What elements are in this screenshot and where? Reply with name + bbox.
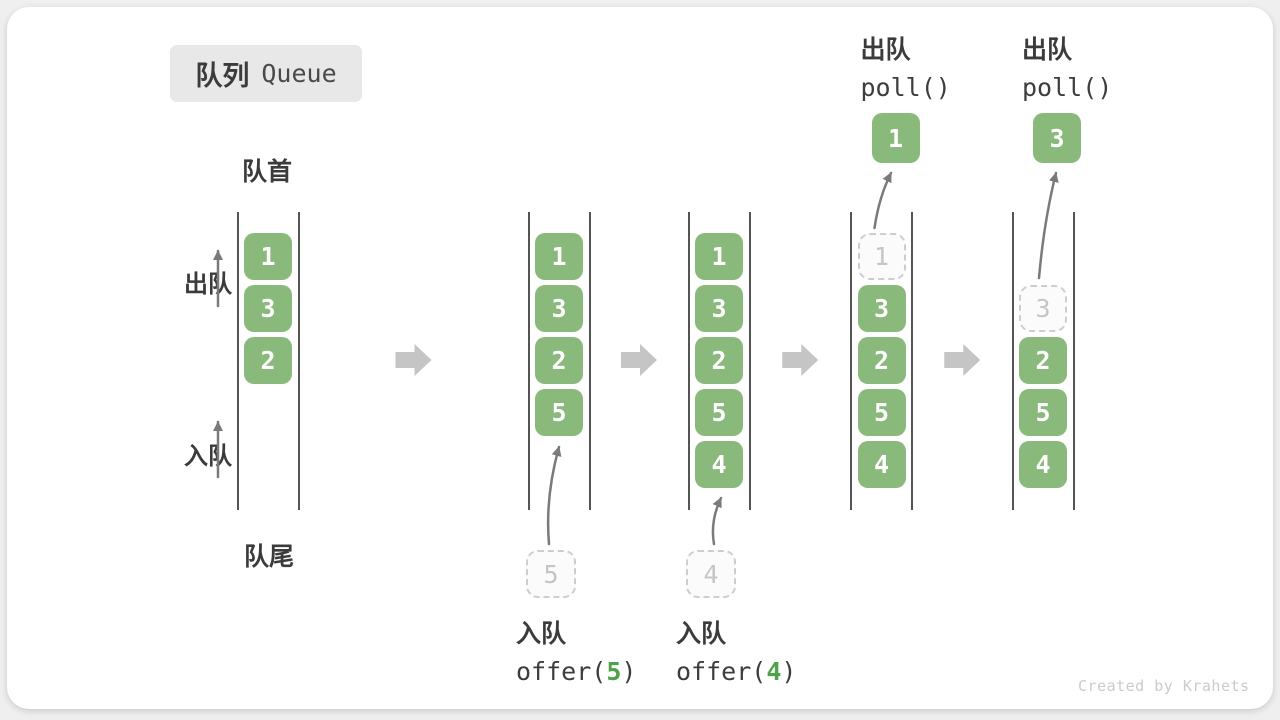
- op-code-arg: 4: [766, 657, 782, 686]
- watermark-text: Created by Krahets: [1078, 677, 1250, 695]
- queue-wall-left: [1011, 212, 1014, 510]
- op-code-pre: offer(: [676, 657, 767, 686]
- op-code-post: ): [781, 657, 797, 686]
- queue-cell: 5: [1019, 389, 1067, 436]
- dequeue-op-label: 出队 poll(): [861, 30, 951, 102]
- op-label-zh: 入队: [676, 620, 727, 648]
- queue-cell: 2: [857, 337, 906, 384]
- offer-value-box: 4: [686, 550, 736, 598]
- queue-cell: 1: [535, 233, 583, 280]
- op-code: poll(): [1022, 73, 1112, 102]
- dequeue-op-label: 出队 poll(): [1022, 30, 1112, 102]
- enqueue-side-label: 入队: [184, 443, 232, 470]
- queue-cell: 1: [695, 233, 743, 280]
- op-code-pre: poll(): [1022, 73, 1113, 102]
- queue-wall-right: [911, 212, 913, 510]
- queue-cell: 2: [535, 337, 583, 384]
- queue-cell: 5: [695, 389, 743, 436]
- queue-cell: 3: [535, 285, 583, 332]
- queue-wall-right: [297, 212, 300, 510]
- queue-cell: 4: [1019, 441, 1067, 488]
- queue-cell: 5: [857, 389, 906, 436]
- op-code-arg: 5: [606, 657, 622, 686]
- queue-cell: 3: [244, 285, 292, 332]
- enqueue-op-label: 入队 offer(5): [516, 614, 636, 686]
- queue-cell-removed: 3: [1019, 285, 1067, 332]
- queue-wall-right: [588, 212, 591, 510]
- dequeue-side-label: 出队: [184, 271, 232, 298]
- queue-wall-left: [850, 212, 852, 510]
- figure-card: [7, 7, 1273, 709]
- queue-wall-left: [527, 212, 530, 510]
- queue-cell: 2: [1019, 337, 1067, 384]
- queue-cell: 2: [695, 337, 743, 384]
- queue-cell: 2: [244, 337, 292, 384]
- figure-title-box: 队列 Queue: [170, 45, 362, 102]
- queue-cell: 4: [857, 441, 906, 488]
- queue-front-label: 队首: [242, 158, 293, 186]
- offer-value-box: 5: [526, 550, 576, 598]
- op-code-post: ): [621, 657, 637, 686]
- op-label-zh: 入队: [516, 620, 567, 648]
- title-en: Queue: [261, 59, 337, 88]
- op-code-pre: poll(): [860, 73, 951, 102]
- op-code: offer(4): [676, 657, 796, 686]
- op-label-zh: 出队: [860, 36, 911, 64]
- queue-cell-removed: 1: [857, 233, 906, 280]
- op-code: poll(): [861, 73, 951, 102]
- op-code: offer(5): [516, 657, 636, 686]
- queue-wall-right: [748, 212, 751, 510]
- op-code-pre: offer(: [516, 657, 607, 686]
- queue-wall-left: [687, 212, 690, 510]
- queue-cell: 5: [535, 389, 583, 436]
- queue-rear-label: 队尾: [244, 543, 295, 571]
- queue-wall-left: [236, 212, 239, 510]
- queue-wall-right: [1072, 212, 1075, 510]
- queue-cell: 4: [695, 441, 743, 488]
- queue-cell: 1: [244, 233, 292, 280]
- queue-cell: 3: [695, 285, 743, 332]
- enqueue-op-label: 入队 offer(4): [676, 614, 796, 686]
- title-zh: 队列: [195, 61, 250, 91]
- polled-value-box: 1: [871, 113, 920, 163]
- polled-value-box: 3: [1033, 113, 1081, 163]
- op-label-zh: 出队: [1022, 36, 1073, 64]
- queue-cell: 3: [857, 285, 906, 332]
